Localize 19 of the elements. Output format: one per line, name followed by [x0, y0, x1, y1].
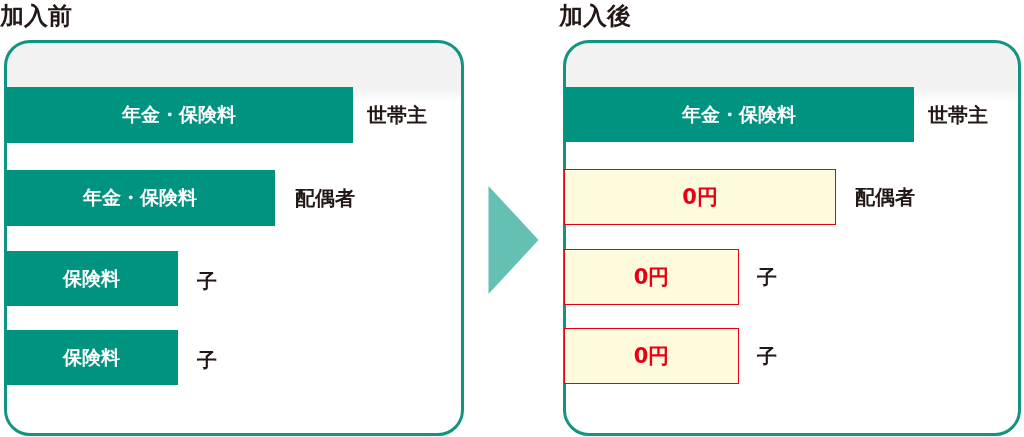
row-label: 子 — [197, 268, 217, 293]
row-label: 子 — [757, 344, 777, 368]
cost-bar: 年金・保険料 — [5, 87, 353, 143]
panel-heading: 加入後 — [559, 2, 631, 30]
cost-bar: 年金・保険料 — [564, 87, 914, 142]
row-label: 配偶者 — [295, 186, 355, 210]
cost-bar: 年金・保険料 — [5, 170, 275, 226]
row-label: 世帯主 — [928, 102, 988, 127]
chevron-arrow — [488, 186, 539, 294]
zero-cost-bar: 0円 — [564, 249, 739, 305]
cost-bar: 保険料 — [5, 251, 178, 306]
cost-bar: 保険料 — [5, 330, 178, 385]
panel-heading: 加入前 — [0, 2, 72, 30]
zero-cost-bar: 0円 — [564, 169, 836, 225]
row-label: 配偶者 — [855, 185, 915, 209]
row-label: 子 — [197, 347, 217, 372]
zero-cost-bar: 0円 — [564, 328, 739, 384]
row-label: 子 — [757, 265, 777, 289]
row-label: 世帯主 — [367, 103, 427, 127]
